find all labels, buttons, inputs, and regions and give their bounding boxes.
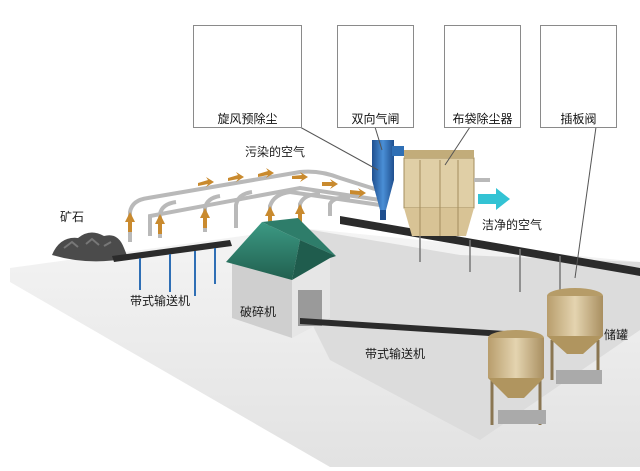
storage-tank-right xyxy=(547,288,603,384)
airlock-card-label: 双向气闸 xyxy=(351,112,400,126)
baghouse-unit xyxy=(403,150,490,236)
belt-conveyor-1 xyxy=(112,240,232,296)
exhaust-duct-network xyxy=(128,169,381,242)
crusher-house xyxy=(226,218,336,338)
ore-label: 矿石 xyxy=(60,210,85,224)
polluted-air-label: 污染的空气 xyxy=(245,145,306,159)
clean-air-arrow xyxy=(478,188,510,210)
storage-tank-label: 储罐 xyxy=(604,328,629,342)
crusher-label: 破碎机 xyxy=(240,305,277,319)
storage-tank-left xyxy=(488,330,546,425)
baghouse-card-label: 布袋除尘器 xyxy=(452,112,513,126)
ore-pile xyxy=(52,232,128,262)
equipment-card-airlock: 双向气闸 xyxy=(337,25,414,128)
polluted-air-flow-arrows xyxy=(198,168,366,198)
cyclone-card-label: 旋风预除尘 xyxy=(217,112,278,126)
equipment-card-cyclone: 旋风预除尘 xyxy=(193,25,302,128)
equipment-card-baghouse: 布袋除尘器 xyxy=(444,25,521,128)
callout-lines xyxy=(299,126,597,279)
belt-conveyor-2-label: 带式输送机 xyxy=(365,347,426,361)
belt-conveyor-1-label: 带式输送机 xyxy=(130,294,191,308)
equipment-card-gate-valve: 插板阀 xyxy=(540,25,617,128)
gate-valve-card-label: 插板阀 xyxy=(560,112,597,126)
cyclone-unit xyxy=(372,140,404,220)
clean-air-label: 洁净的空气 xyxy=(482,218,543,232)
polluted-air-up-arrows xyxy=(125,204,305,234)
